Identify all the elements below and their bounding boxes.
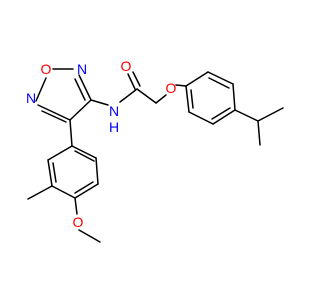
- molecule-diagram: O N N N H O O O: [26, 58, 284, 243]
- bond-c4-n5: [78, 74, 92, 101]
- bond-nh-carbonyl: [119, 88, 138, 103]
- bond-ipr-1: [234, 109, 259, 122]
- ring-oxygen-label: O: [41, 61, 52, 77]
- bond-a2: [95, 157, 99, 185]
- bond-p6-inner: [190, 89, 194, 109]
- bond-a1-inner: [74, 150, 95, 162]
- bond-a5: [47, 159, 53, 187]
- atom-labels: O N N N H O O O: [26, 58, 177, 230]
- bond-carbonyl-o-2: [132, 71, 141, 87]
- bond-a5-inner: [52, 162, 57, 183]
- bond-o1-n2: [35, 77, 47, 102]
- bond-a6: [47, 145, 73, 161]
- bond-ipr-2: [257, 107, 284, 122]
- carbonyl-oxygen-label: O: [121, 58, 132, 74]
- bond-a1: [71, 145, 97, 159]
- ether-oxygen-label: O: [166, 80, 177, 96]
- bond-p2-inner: [208, 77, 230, 89]
- bond-c4-n5-inner: [74, 78, 86, 101]
- bond-c3-aryl: [69, 119, 73, 147]
- bond-p5: [188, 111, 214, 125]
- amide-hydrogen-label: H: [109, 119, 119, 135]
- methoxy-oxygen-label: O: [73, 214, 84, 230]
- bond-p4: [212, 109, 236, 125]
- bond-p3: [232, 83, 236, 111]
- bond-c3-c4: [69, 99, 92, 121]
- bond-carbonyl-ch2: [136, 88, 157, 104]
- bond-p2: [207, 71, 234, 85]
- bond-carbonyl-o: [127, 73, 136, 90]
- bond-methyl: [27, 185, 53, 200]
- amide-nitrogen-label: N: [109, 103, 119, 119]
- bonds: [27, 68, 284, 243]
- bond-a3-inner: [74, 181, 94, 194]
- bond-p6: [185, 85, 190, 113]
- bond-a3: [74, 183, 99, 199]
- bond-n2-c3-inner: [41, 110, 67, 123]
- bond-p1: [185, 71, 209, 87]
- structure-drawing: O N N N H O O O: [26, 58, 284, 243]
- bond-ipr-3: [257, 120, 261, 146]
- ring-nitrogen-label: N: [26, 90, 36, 106]
- bond-ome-ch3: [78, 229, 101, 243]
- bond-p4-inner: [211, 107, 231, 120]
- bond-a4: [51, 185, 76, 199]
- ring-nitrogen-label: N: [77, 61, 87, 77]
- bond-aryl-ome: [74, 197, 78, 215]
- bond-n2-c3: [37, 104, 71, 121]
- bond-ch2-o: [155, 94, 167, 104]
- bond-c4-nh: [90, 99, 109, 106]
- bond-o-aryl: [175, 84, 187, 87]
